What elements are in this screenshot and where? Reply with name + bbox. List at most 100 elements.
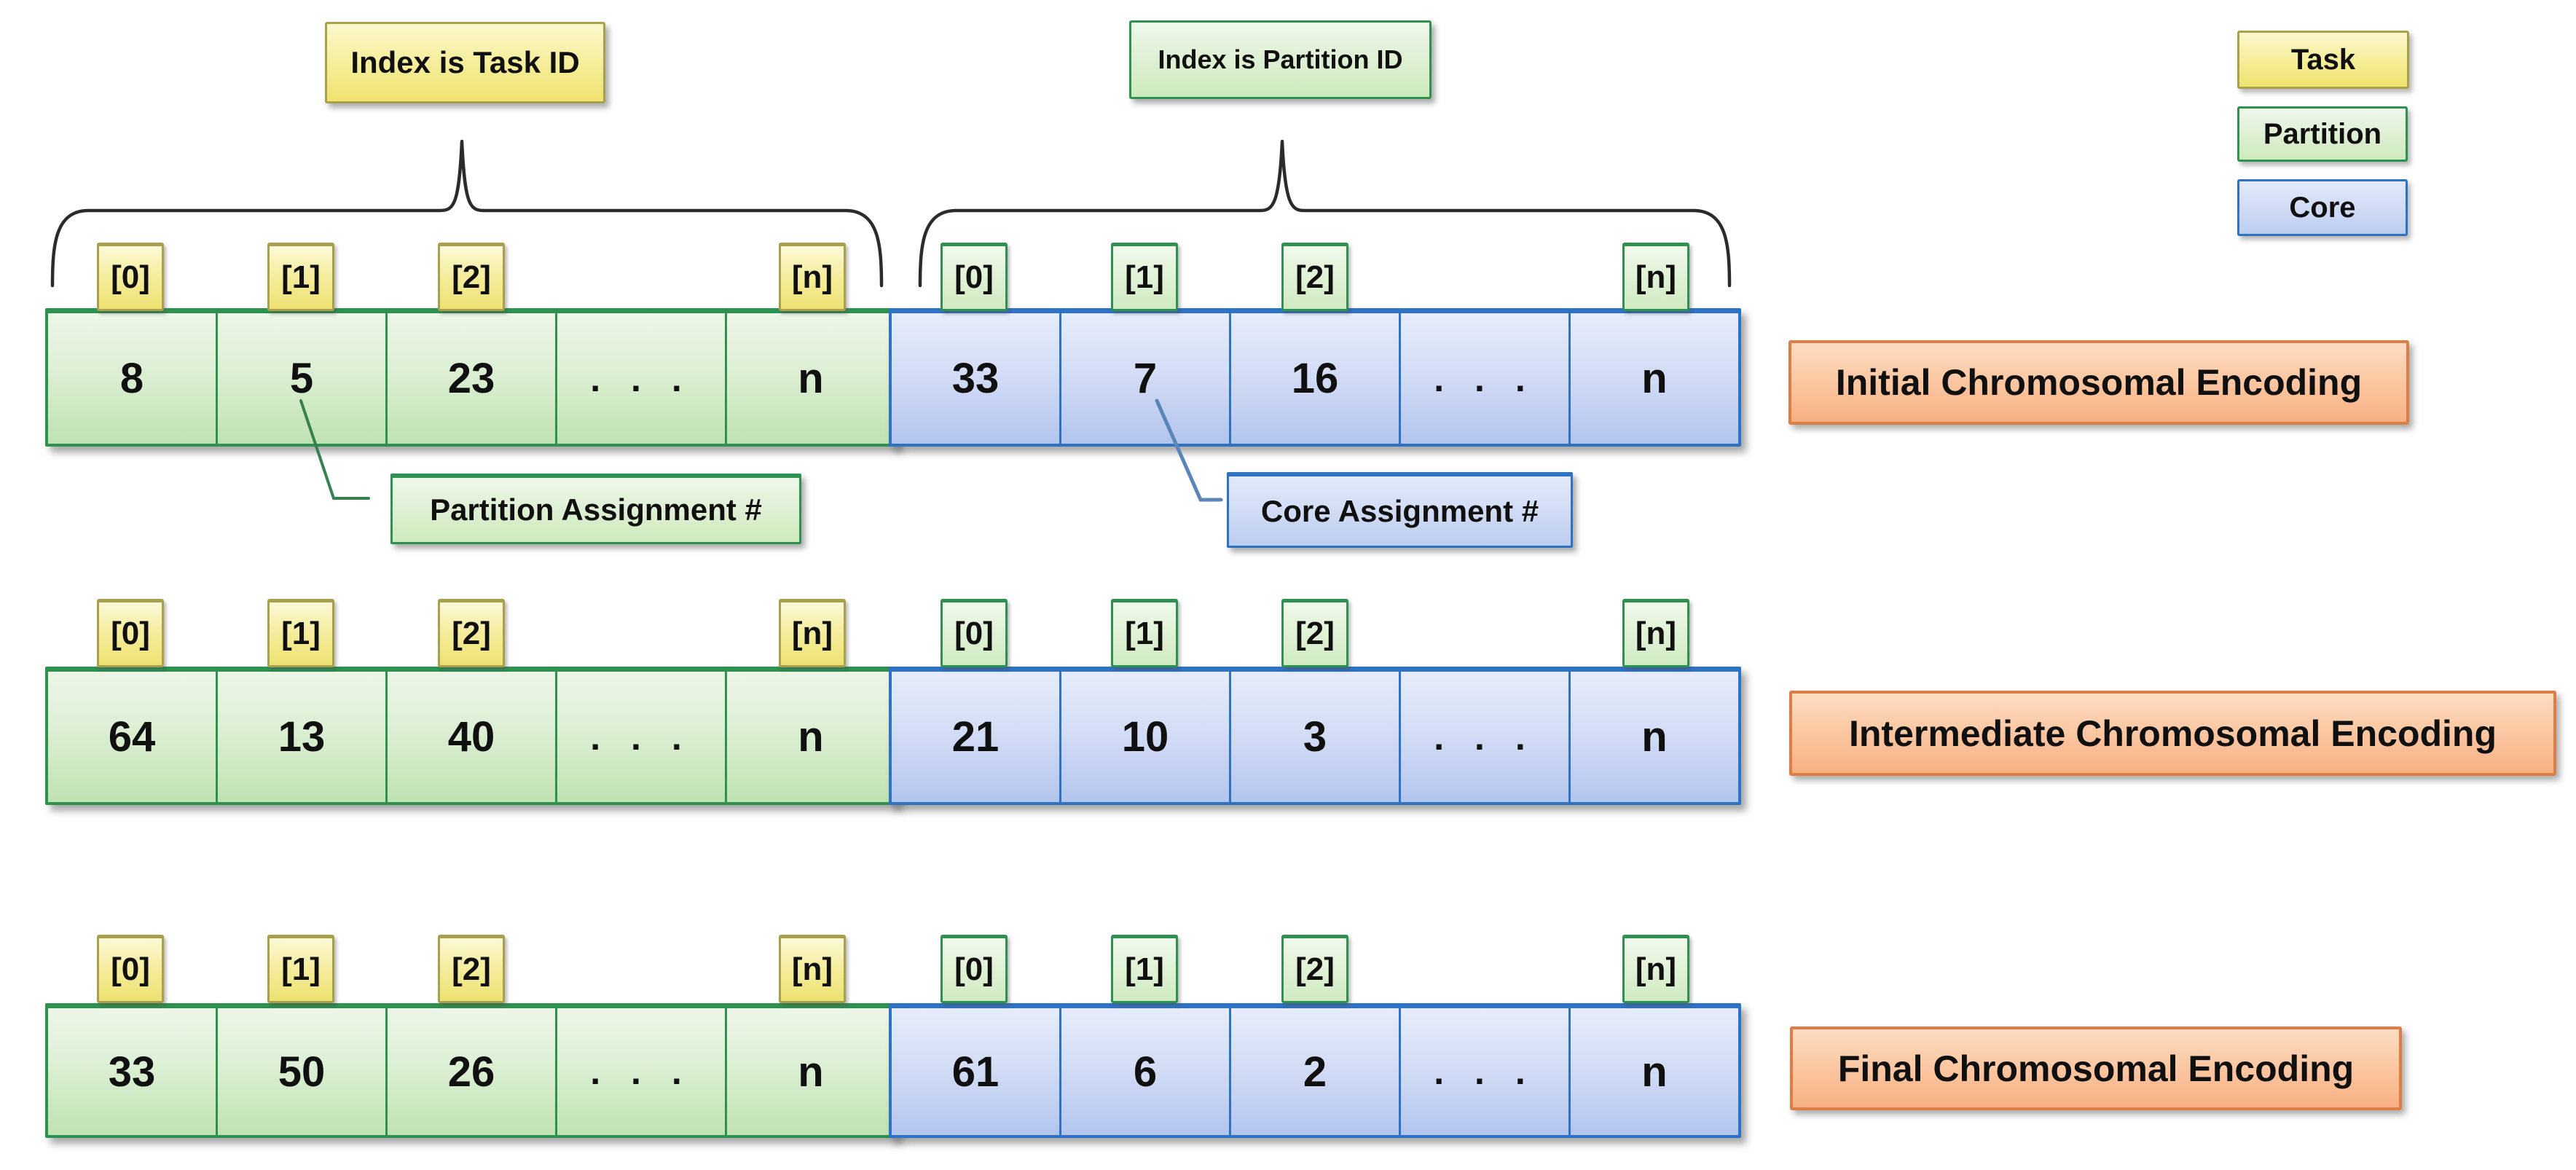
array-cell: 2	[1231, 1008, 1401, 1135]
array-cell: 16	[1231, 313, 1401, 444]
legend-core: Core	[2237, 179, 2408, 236]
array-cell: . . .	[1401, 1008, 1571, 1135]
cell-value: n	[798, 713, 824, 761]
array-cell: 8	[48, 313, 218, 444]
index-tab: [0]	[97, 243, 164, 311]
array-cell: n	[1571, 313, 1738, 444]
array-cell: 40	[388, 672, 557, 802]
array-cell: n	[727, 672, 895, 802]
core-array-row1: 33 7 16 . . . n	[889, 308, 1741, 447]
cell-value: 3	[1303, 713, 1327, 761]
array-cell: 21	[892, 672, 1061, 802]
array-cell: 50	[218, 1008, 388, 1135]
cell-value: n	[1641, 355, 1668, 402]
partition-array-row2: 64 13 40 . . . n	[45, 667, 898, 805]
cell-value: 33	[951, 355, 1000, 402]
index-tab-label: [2]	[452, 616, 491, 651]
partition-index-header: Index is Partition ID	[1129, 20, 1432, 99]
partition-index-header-label: Index is Partition ID	[1158, 44, 1403, 74]
index-tab-label: [n]	[1635, 259, 1677, 295]
index-tab: [0]	[941, 935, 1008, 1003]
cell-value: . . .	[590, 716, 692, 758]
legend-core-label: Core	[2289, 191, 2356, 224]
cell-value: n	[798, 1048, 824, 1096]
array-cell: . . .	[557, 313, 727, 444]
index-tab: [n]	[1622, 599, 1689, 667]
cell-value: 5	[289, 355, 314, 402]
array-cell: n	[727, 1008, 895, 1135]
index-tab-label: [n]	[1635, 616, 1677, 651]
array-cell: 23	[388, 313, 557, 444]
array-cell: 7	[1061, 313, 1231, 444]
cell-value: n	[1641, 1048, 1668, 1096]
index-tab: [n]	[1622, 243, 1689, 311]
index-tab-label: [0]	[954, 951, 994, 987]
index-tab: [1]	[1111, 243, 1178, 311]
array-cell: 33	[48, 1008, 218, 1135]
encoding-label-intermediate: Intermediate Chromosomal Encoding	[1789, 691, 2556, 776]
index-tab-label: [2]	[452, 259, 491, 295]
array-cell: 33	[892, 313, 1061, 444]
array-cell: . . .	[557, 1008, 727, 1135]
cell-value: 61	[951, 1048, 1000, 1096]
index-tab-label: [n]	[1635, 951, 1677, 987]
array-cell: 64	[48, 672, 218, 802]
cell-value: 2	[1303, 1048, 1327, 1096]
index-tab: [2]	[438, 935, 505, 1003]
index-tab-label: [2]	[1295, 616, 1335, 651]
encoding-label-text: Final Chromosomal Encoding	[1837, 1048, 2355, 1089]
cell-value: 21	[951, 713, 1000, 761]
index-tab-label: [n]	[791, 951, 833, 987]
index-tab-label: [0]	[111, 259, 150, 295]
index-tab-label: [0]	[111, 616, 150, 651]
index-tab-label: [0]	[954, 259, 994, 295]
array-cell: . . .	[557, 672, 727, 802]
index-tab: [2]	[1281, 935, 1348, 1003]
index-tab: [2]	[438, 243, 505, 311]
index-tab: [0]	[97, 599, 164, 667]
index-tab: [2]	[1281, 599, 1348, 667]
array-cell: n	[1571, 1008, 1738, 1135]
array-cell: n	[1571, 672, 1738, 802]
cell-value: 33	[108, 1048, 156, 1096]
array-cell: 13	[218, 672, 388, 802]
index-tab-label: [n]	[791, 259, 833, 295]
index-tab: [1]	[267, 935, 334, 1003]
index-tab: [n]	[779, 935, 846, 1003]
index-tab-label: [0]	[111, 951, 150, 987]
encoding-label-initial: Initial Chromosomal Encoding	[1788, 340, 2409, 425]
index-tab-label: [1]	[281, 951, 321, 987]
core-assignment-callout-label: Core Assignment #	[1260, 493, 1539, 528]
array-cell: 6	[1061, 1008, 1231, 1135]
cell-value: 26	[447, 1048, 495, 1096]
core-assignment-callout: Core Assignment #	[1227, 472, 1573, 548]
partition-array-row3: 33 50 26 . . . n	[45, 1003, 898, 1138]
array-cell: . . .	[1401, 672, 1571, 802]
index-tab: [1]	[1111, 935, 1178, 1003]
cell-value: . . .	[1434, 716, 1536, 758]
index-tab: [1]	[1111, 599, 1178, 667]
cell-value: . . .	[1434, 358, 1536, 399]
task-index-header: Index is Task ID	[325, 22, 605, 103]
cell-value: 10	[1121, 713, 1169, 761]
cell-value: 13	[278, 713, 326, 761]
array-cell: n	[727, 313, 895, 444]
partition-assignment-callout: Partition Assignment #	[390, 474, 801, 544]
cell-value: . . .	[590, 358, 692, 399]
index-tab-label: [2]	[1295, 951, 1335, 987]
array-cell: 3	[1231, 672, 1401, 802]
array-cell: 61	[892, 1008, 1061, 1135]
array-cell: 10	[1061, 672, 1231, 802]
index-tab: [n]	[779, 599, 846, 667]
index-tab-label: [1]	[281, 616, 321, 651]
index-tab-label: [2]	[1295, 259, 1335, 295]
cell-value: . . .	[1434, 1051, 1536, 1092]
index-tab: [1]	[267, 243, 334, 311]
index-tab-label: [2]	[452, 951, 491, 987]
index-tab: [2]	[1281, 243, 1348, 311]
index-tab-label: [1]	[1125, 951, 1164, 987]
legend-partition-label: Partition	[2263, 117, 2382, 150]
encoding-label-text: Intermediate Chromosomal Encoding	[1848, 712, 2497, 754]
index-tab: [2]	[438, 599, 505, 667]
